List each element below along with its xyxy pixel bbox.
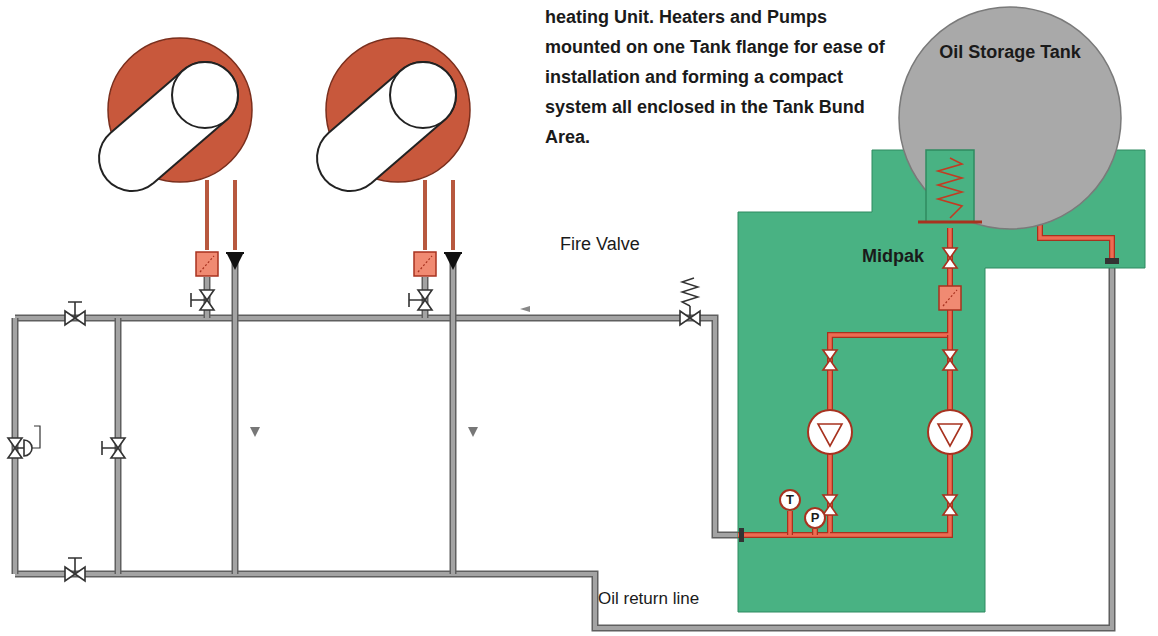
gauge-dial (805, 508, 825, 528)
valve-symbol (823, 495, 837, 515)
check-valve-bar (226, 252, 244, 254)
storage-tank: Oil Storage Tank (898, 6, 1122, 230)
burner-nozzle (172, 62, 238, 128)
gauge-letter: T (786, 492, 794, 508)
pump-arrow (818, 424, 842, 446)
heater-housing (926, 150, 974, 222)
pump-symbol (808, 410, 852, 454)
heated-pipe (1040, 222, 1112, 262)
burner-feed-pipe (423, 180, 427, 250)
burner-return-pipe (451, 180, 455, 250)
valve-symbol (943, 350, 957, 370)
heater-element (938, 158, 962, 218)
flow-arrow (250, 427, 260, 437)
supply-line (15, 318, 742, 535)
fire-valve-spring (682, 278, 698, 306)
heated-pipe (788, 511, 792, 535)
strainer-box (196, 252, 218, 276)
strainer-mesh (943, 290, 957, 306)
gauge-letter: P (811, 510, 820, 526)
burner-return-pipe (233, 180, 237, 250)
valve-symbol (823, 350, 837, 370)
midpak-piping (738, 150, 1145, 612)
burner-return-pipe (233, 262, 237, 574)
gauge-circle: P (804, 507, 826, 529)
heated-pipe-outline (787, 511, 793, 535)
burner-return-pipe (451, 262, 455, 574)
text-holder: P (804, 507, 826, 529)
valve-handle (68, 302, 82, 318)
valve-symbol (943, 248, 957, 268)
flow-arrow (468, 427, 478, 437)
note-text: heating Unit. Heaters and Pumps mounted … (545, 2, 893, 152)
strainer-mesh (200, 256, 214, 272)
text-holder: Oil Storage Tank (898, 42, 1122, 64)
valve-handle (102, 441, 118, 455)
fire-valve-stem (689, 306, 691, 318)
tank-shell (899, 7, 1121, 229)
node-title: Oil Storage Tank (898, 42, 1122, 64)
heated-pipe (738, 228, 950, 535)
burner-body (326, 38, 470, 182)
text-holder: T (779, 489, 801, 511)
pump-symbol (928, 410, 972, 454)
gauge-circle: T (779, 489, 801, 511)
valve-actuator (15, 440, 32, 456)
burner-return-pipe (450, 262, 457, 574)
heated-pipe-outline (1040, 222, 1112, 262)
node-outline (898, 6, 1122, 230)
part-label: Oil return line (598, 588, 758, 610)
burner-return-pipe (232, 262, 239, 574)
heated-pipe-outline (738, 228, 950, 535)
pipe-joint (1105, 258, 1119, 264)
supply-line (15, 318, 742, 535)
tank-flange (918, 221, 982, 224)
text-holder: Midpak (862, 246, 942, 268)
strainer-box (939, 286, 961, 310)
part-label: Fire Valve (560, 233, 680, 255)
heated-pipe (813, 529, 817, 535)
check-valve (227, 254, 243, 270)
burner-body (108, 38, 252, 182)
pump-arrow (938, 424, 962, 446)
valve-handle (191, 293, 207, 307)
strainer-mesh (418, 256, 432, 272)
actuator-bracket (32, 426, 40, 448)
node-title: Midpak (862, 246, 942, 268)
valve-symbol (943, 495, 957, 515)
flow-arrow (520, 306, 530, 312)
pipe-joint (739, 528, 744, 542)
burner-nozzle (390, 62, 456, 128)
valve-handle (409, 293, 425, 307)
tank-heater (918, 150, 982, 222)
valve-handle (68, 558, 82, 574)
heated-pipe-outline (812, 529, 818, 535)
burner-feed-pipe (205, 180, 209, 250)
check-valve-bar (444, 252, 462, 254)
check-valve (445, 254, 461, 270)
midpak-enclosure (738, 150, 1145, 612)
gauge-dial (780, 490, 800, 510)
strainer-box (414, 252, 436, 276)
